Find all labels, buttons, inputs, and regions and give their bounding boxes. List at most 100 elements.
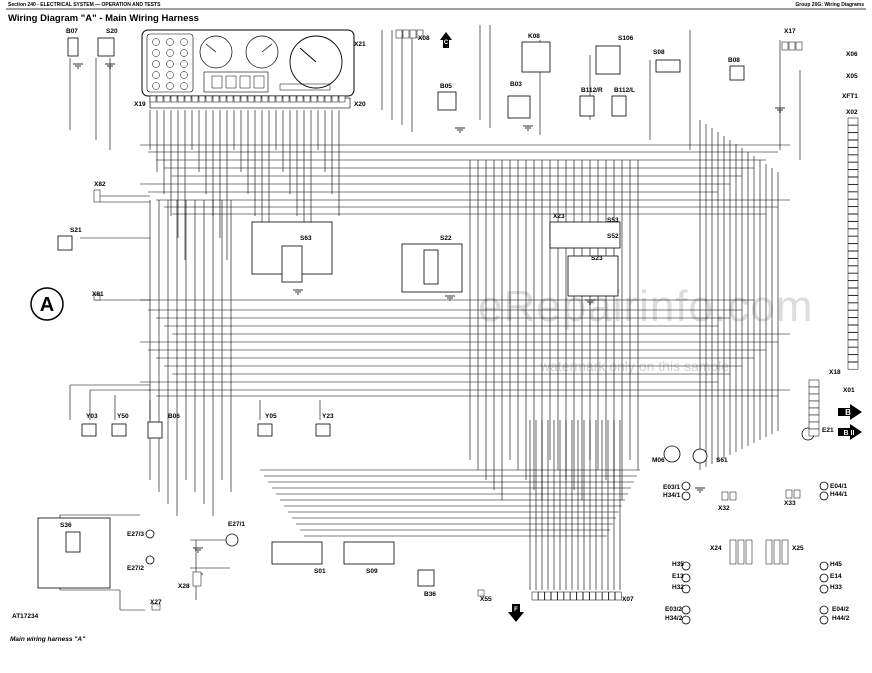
figure-caption: Main wiring harness "A" (10, 636, 86, 643)
warning-lamp-icon (180, 82, 188, 90)
h35-lamp (681, 561, 691, 571)
b05-sensor (437, 91, 457, 111)
label-b07: B07 (66, 28, 78, 35)
label-y50: Y50 (117, 413, 129, 420)
h34-1-horn (681, 491, 691, 501)
label-m06: M06 (652, 457, 665, 464)
label-x05: X05 (846, 73, 858, 80)
arrow-f: F (508, 604, 524, 622)
x27-connector (151, 603, 161, 611)
x81-connector (93, 293, 101, 301)
label-x24: X24 (710, 545, 722, 552)
s08-switch (655, 59, 681, 73)
label-b112r: B112/R (581, 87, 603, 94)
label-x17: X17 (784, 28, 796, 35)
label-s22: S22 (440, 235, 452, 242)
warning-lamp-icon (166, 60, 174, 68)
label-x25: X25 (792, 545, 804, 552)
y03-solenoid (81, 423, 97, 437)
label-b08: B08 (728, 57, 740, 64)
label-x21: X21 (354, 41, 366, 48)
warning-lamp-icon (166, 38, 174, 46)
header-right: Group 20G: Wiring Diagrams (795, 2, 864, 8)
label-h45: H45 (830, 561, 842, 568)
b112r-sensor (579, 95, 595, 117)
arrow-b: B (838, 404, 862, 420)
warning-lamp-grid (152, 38, 188, 90)
label-e14: E14 (830, 573, 842, 580)
s106-switch (595, 45, 621, 75)
label-h32: H32 (672, 584, 684, 591)
label-x07: X07 (622, 596, 634, 603)
warning-lamp-icon (152, 82, 160, 90)
warning-lamp-icon (166, 49, 174, 57)
s61-switch (692, 448, 708, 464)
b07-sensor (67, 37, 79, 57)
component-symbols (37, 37, 829, 625)
h34-2-horn (681, 615, 691, 625)
label-x23: X23 (553, 213, 565, 220)
e27-1-lamp (225, 533, 239, 547)
terminal-strips (93, 29, 859, 611)
label-x02: X02 (846, 109, 858, 116)
label-e21: E21 (822, 427, 834, 434)
x18-terminal-strip (808, 379, 820, 437)
b112l-sensor (611, 95, 627, 117)
arrow-b-label: B (845, 408, 851, 417)
x24-connector (729, 539, 753, 565)
y50-solenoid (111, 423, 127, 437)
x07-terminal-strip (531, 591, 622, 601)
label-b03: B03 (510, 81, 522, 88)
warning-lamp-icon (180, 60, 188, 68)
label-e031: E03/1 (663, 484, 680, 491)
s09-switch (343, 541, 395, 565)
label-h341: H34/1 (663, 492, 681, 499)
warning-lamp-icon (152, 71, 160, 79)
label-h441: H44/1 (830, 491, 848, 498)
y23-solenoid (315, 423, 331, 437)
label-e042: E04/2 (832, 606, 849, 613)
b36-sensor (417, 569, 435, 587)
label-h442: H44/2 (832, 615, 850, 622)
section-marker-letter: A (40, 294, 54, 316)
b03-sensor (507, 95, 531, 119)
label-s53: S53 (607, 217, 619, 224)
m06-motor (663, 445, 681, 463)
h32-lamp (681, 584, 691, 594)
warning-lamp-icon (180, 38, 188, 46)
x32-connector (721, 491, 737, 501)
s22-switch (423, 249, 439, 285)
label-s23: S23 (591, 255, 603, 262)
label-x33: X33 (784, 500, 796, 507)
s21-switch (57, 235, 73, 251)
label-e271: E27/1 (228, 521, 245, 528)
arrow-f-label: F (514, 607, 518, 613)
section-marker: A (30, 287, 64, 321)
x02-terminal-strip (847, 117, 859, 370)
x08-terminal-strip (395, 29, 424, 39)
h45-lamp (819, 561, 829, 571)
e04-2-lamp (819, 605, 829, 615)
label-b05: B05 (440, 83, 452, 90)
label-x28: X28 (178, 583, 190, 590)
warning-lamp-icon (166, 71, 174, 79)
e03-1-lamp (681, 481, 691, 491)
label-h342: H34/2 (665, 615, 683, 622)
x17-terminal-strip (781, 41, 803, 51)
e27-3-lamp (145, 529, 155, 539)
label-b36: B36 (424, 591, 436, 598)
warning-lamp-icon (152, 49, 160, 57)
header-left: Section 240 - ELECTRICAL SYSTEM — OPERAT… (8, 2, 161, 8)
e04-1-lamp (819, 481, 829, 491)
label-x32: X32 (718, 505, 730, 512)
h44-1-horn (819, 491, 829, 501)
arrow-c-label: C (444, 40, 449, 46)
label-x81: X81 (92, 291, 104, 298)
label-s08: S08 (653, 49, 665, 56)
warning-lamp-icon (180, 71, 188, 79)
x25-connector (765, 539, 789, 565)
label-xft1: XFT1 (842, 93, 858, 100)
x28-connector (192, 571, 202, 587)
s23-switch (567, 255, 619, 297)
label-s52: S52 (607, 233, 619, 240)
